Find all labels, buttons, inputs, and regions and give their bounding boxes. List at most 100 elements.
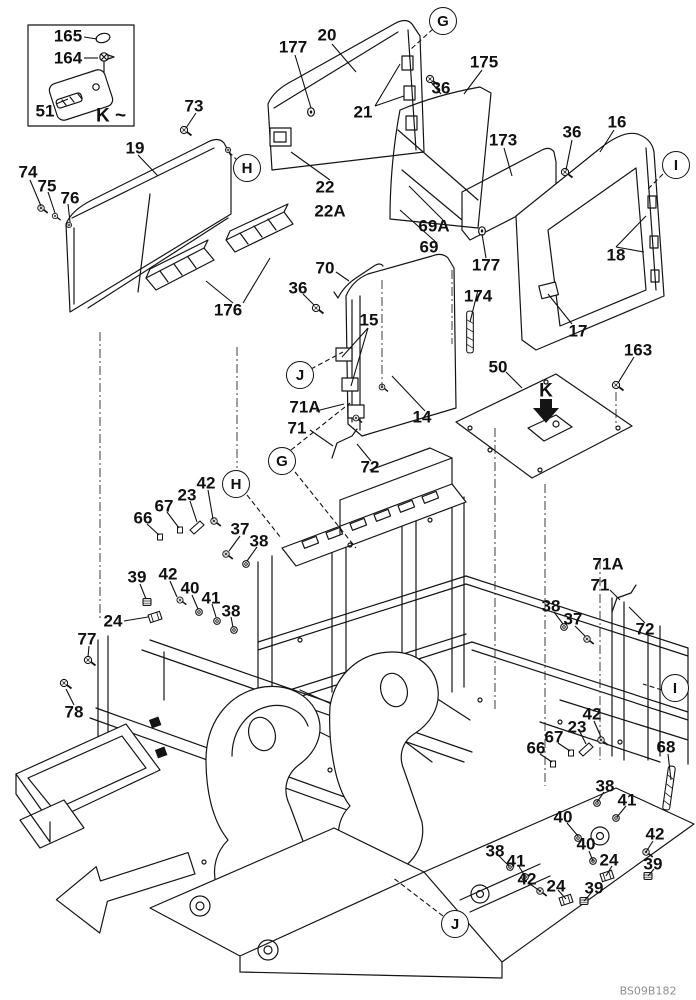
part-callout-39: 39 xyxy=(643,854,663,874)
leader-line xyxy=(557,742,571,752)
part-callout-78: 78 xyxy=(64,702,84,722)
leader-line xyxy=(374,63,401,107)
panels-art xyxy=(27,19,677,907)
part-callout-14: 14 xyxy=(412,407,432,427)
leader-line xyxy=(647,868,655,877)
part-callout-177: 177 xyxy=(471,255,501,275)
rod-71-right xyxy=(611,584,637,613)
part-callout-40: 40 xyxy=(553,807,573,827)
part-callout-174: 174 xyxy=(463,286,493,306)
part-callout-38: 38 xyxy=(221,601,241,621)
door-16 xyxy=(478,132,665,351)
leader-line xyxy=(137,154,159,177)
dashed-leader-line xyxy=(642,683,663,691)
part-callout-77: 77 xyxy=(77,629,97,649)
panel-20 xyxy=(267,19,425,171)
leader-line xyxy=(341,327,369,358)
part-callout-69: 69 xyxy=(419,237,439,257)
direction-arrow xyxy=(55,851,196,934)
part-callout-22A: 22A xyxy=(314,201,346,221)
leader-line xyxy=(579,731,587,745)
part-callout-67: 67 xyxy=(154,496,174,516)
ref-circle-h-5: H xyxy=(222,470,250,498)
leader-line xyxy=(205,280,234,304)
leader-line xyxy=(309,429,334,447)
door-14 xyxy=(333,253,457,437)
leader-line xyxy=(539,753,553,763)
dashed-leader-line xyxy=(310,351,344,370)
dashed-leader-line xyxy=(410,28,434,50)
part-callout-K: K xyxy=(539,380,553,402)
leader-line xyxy=(547,293,573,325)
dashed-leader-line xyxy=(246,494,282,539)
leader-line xyxy=(583,891,593,902)
leader-line xyxy=(565,139,573,171)
leader-line xyxy=(207,489,214,520)
leader-line xyxy=(67,203,71,223)
leader-line xyxy=(596,791,605,803)
leader-line xyxy=(189,500,198,523)
part-callout-74: 74 xyxy=(18,162,38,182)
part-callout-40: 40 xyxy=(576,834,596,854)
part-callout-67: 67 xyxy=(544,727,564,747)
ref-circle-h-1: H xyxy=(233,154,261,182)
part-callout-38: 38 xyxy=(485,841,505,861)
part-callout-69A: 69A xyxy=(418,216,450,236)
part-callout-36: 36 xyxy=(288,278,308,298)
part-callout-71: 71 xyxy=(287,418,307,438)
leader-line xyxy=(242,257,271,304)
ref-circle-j-3: J xyxy=(286,361,314,389)
leader-line xyxy=(335,271,350,282)
part-callout-70: 70 xyxy=(315,258,335,278)
part-callout-175: 175 xyxy=(469,52,499,72)
leader-line xyxy=(408,185,444,221)
part-callout-40: 40 xyxy=(180,578,200,598)
leader-line xyxy=(503,147,513,177)
leader-line xyxy=(599,129,615,153)
part-callout-41: 41 xyxy=(201,588,221,608)
leader-line xyxy=(529,883,541,892)
part-callout-76: 76 xyxy=(60,188,80,208)
part-callout-19: 19 xyxy=(125,138,145,158)
leader-line xyxy=(605,865,613,877)
part-callout-36: 36 xyxy=(431,78,451,98)
leader-line xyxy=(246,546,258,562)
leader-line xyxy=(139,583,147,600)
leader-line xyxy=(497,854,510,867)
leader-line xyxy=(574,625,586,637)
part-callout-38: 38 xyxy=(595,776,615,796)
leader-line xyxy=(83,36,98,40)
part-callout-51: 51 xyxy=(35,101,55,121)
main-frame-art xyxy=(15,447,695,979)
leader-line xyxy=(350,327,369,387)
leader-line xyxy=(191,594,199,610)
part-callout-165: 165 xyxy=(53,26,83,46)
leader-line xyxy=(469,289,479,323)
leader-line xyxy=(230,616,234,628)
leader-line xyxy=(588,850,594,862)
panel-19 xyxy=(65,138,232,313)
part-callout-68: 68 xyxy=(656,737,676,757)
leader-line xyxy=(667,753,672,781)
part-callout-72: 72 xyxy=(635,619,655,639)
leader-line xyxy=(290,151,331,181)
leader-line xyxy=(505,371,523,389)
leader-line xyxy=(169,580,178,598)
leader-line xyxy=(645,840,654,853)
leader-line xyxy=(29,179,42,207)
part-callout-177: 177 xyxy=(278,37,308,57)
part-callout-36: 36 xyxy=(562,122,582,142)
leader-line xyxy=(146,523,160,536)
part-callout-23: 23 xyxy=(567,717,587,737)
part-callout-23: 23 xyxy=(177,485,197,505)
leader-line xyxy=(481,233,487,259)
rod-71-left xyxy=(331,428,358,459)
part-callout-173: 173 xyxy=(488,130,518,150)
part-callout-38: 38 xyxy=(541,596,561,616)
cover-50 xyxy=(455,373,633,479)
part-callout-24: 24 xyxy=(599,850,619,870)
leader-line xyxy=(617,356,635,384)
leader-line xyxy=(302,293,315,306)
part-callout-18: 18 xyxy=(606,245,626,265)
